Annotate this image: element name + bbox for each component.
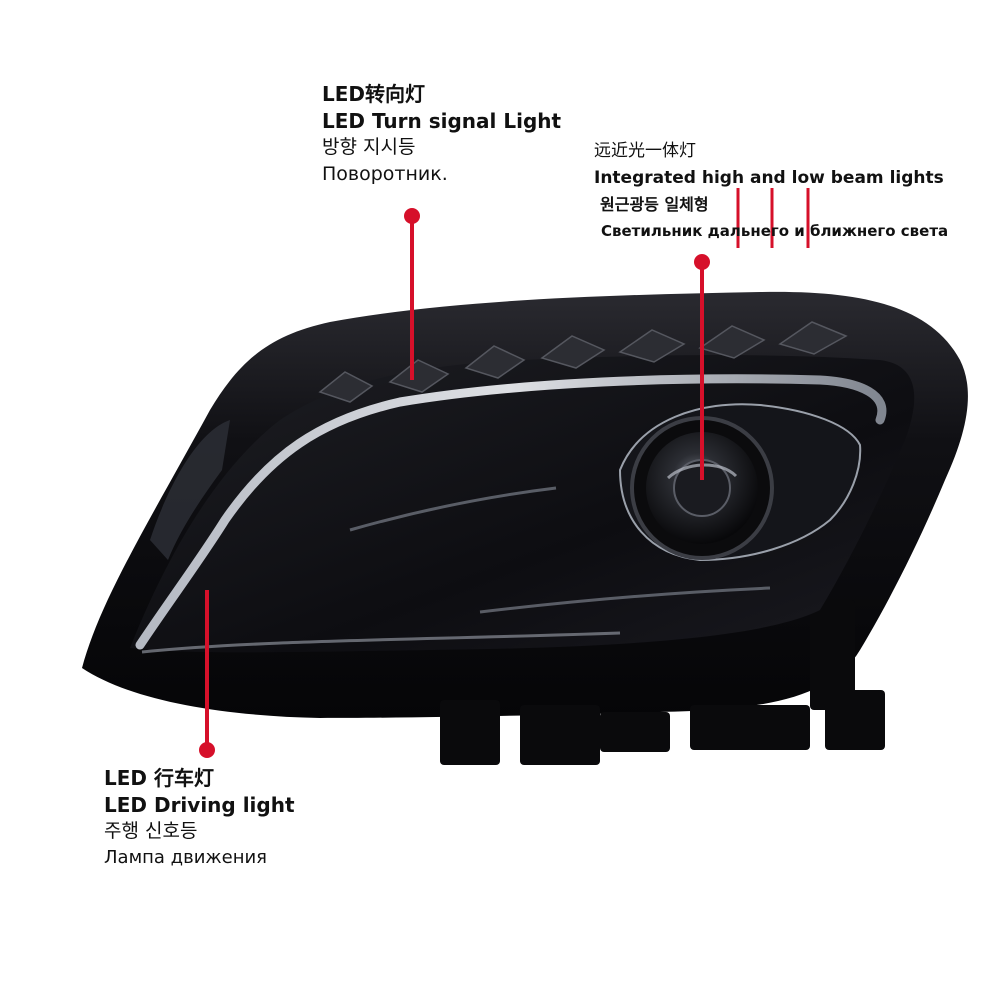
turn-signal-title-kr: 방향 지시등 xyxy=(322,136,416,158)
turn-signal-title-en: LED Turn signal Light xyxy=(322,109,562,133)
callout-lines xyxy=(199,188,810,758)
beam-title-kr: 원근광등 일체형 xyxy=(600,195,709,214)
driving-title-ru: Лампа движения xyxy=(104,847,268,868)
driving-title-en: LED Driving light xyxy=(104,793,295,817)
turn-signal-callout: LED转向灯 LED Turn signal Light 방향 지시등 Пово… xyxy=(322,84,561,192)
turn-signal-led-row xyxy=(318,321,848,403)
beam-title-ru: Светильник дальнего и ближнего света xyxy=(601,222,949,240)
beam-title-cn: 远近光一体灯 xyxy=(594,141,696,161)
driving-title-kr: 주행 신호등 xyxy=(104,820,198,842)
inner-accent-slats xyxy=(349,486,771,614)
driving-title-cn: LED 行车灯 xyxy=(104,766,214,790)
beam-callout: 远近光一体灯 Integrated high and low beam ligh… xyxy=(594,143,948,251)
mounting-brackets xyxy=(440,600,885,765)
driving-light-callout: LED 行车灯 LED Driving light 주행 신호등 Лампа д… xyxy=(104,768,295,876)
beam-title-en: Integrated high and low beam lights xyxy=(594,168,944,188)
side-marker xyxy=(150,420,230,560)
turn-signal-title-ru: Поворотник. xyxy=(322,163,448,185)
drl-light-guide xyxy=(135,374,887,650)
turn-signal-title-cn: LED转向灯 xyxy=(322,82,426,106)
